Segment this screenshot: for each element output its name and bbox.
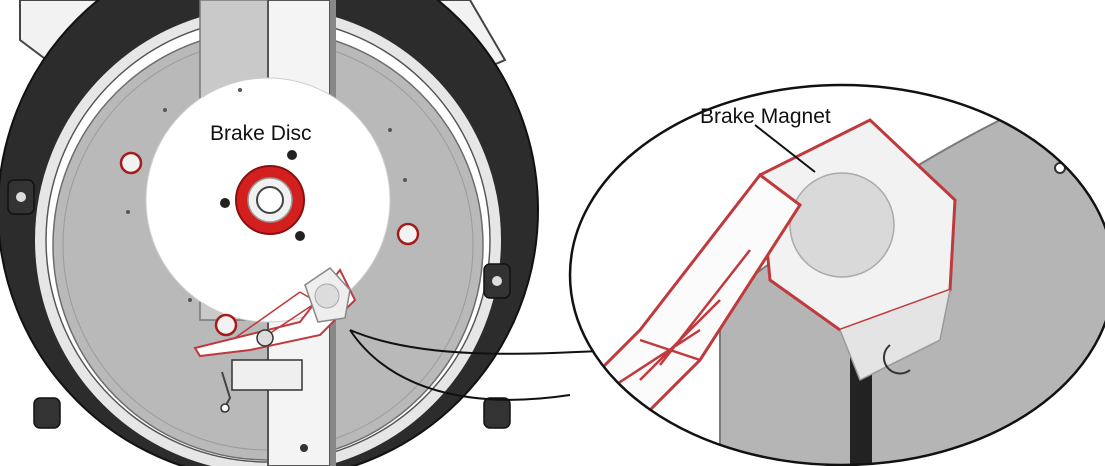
brake-disc-label: Brake Disc — [210, 122, 312, 145]
hub — [220, 150, 305, 241]
brake-magnet-small — [304, 267, 351, 323]
brake-bracket — [193, 268, 357, 413]
disc-bolt-rings — [119, 151, 420, 337]
callout-line — [349, 329, 621, 401]
zoom-detail — [568, 83, 1105, 466]
magnet-leader-line — [754, 124, 816, 173]
magnet-disc — [789, 172, 895, 278]
brake-magnet-label: Brake Magnet — [700, 105, 831, 128]
